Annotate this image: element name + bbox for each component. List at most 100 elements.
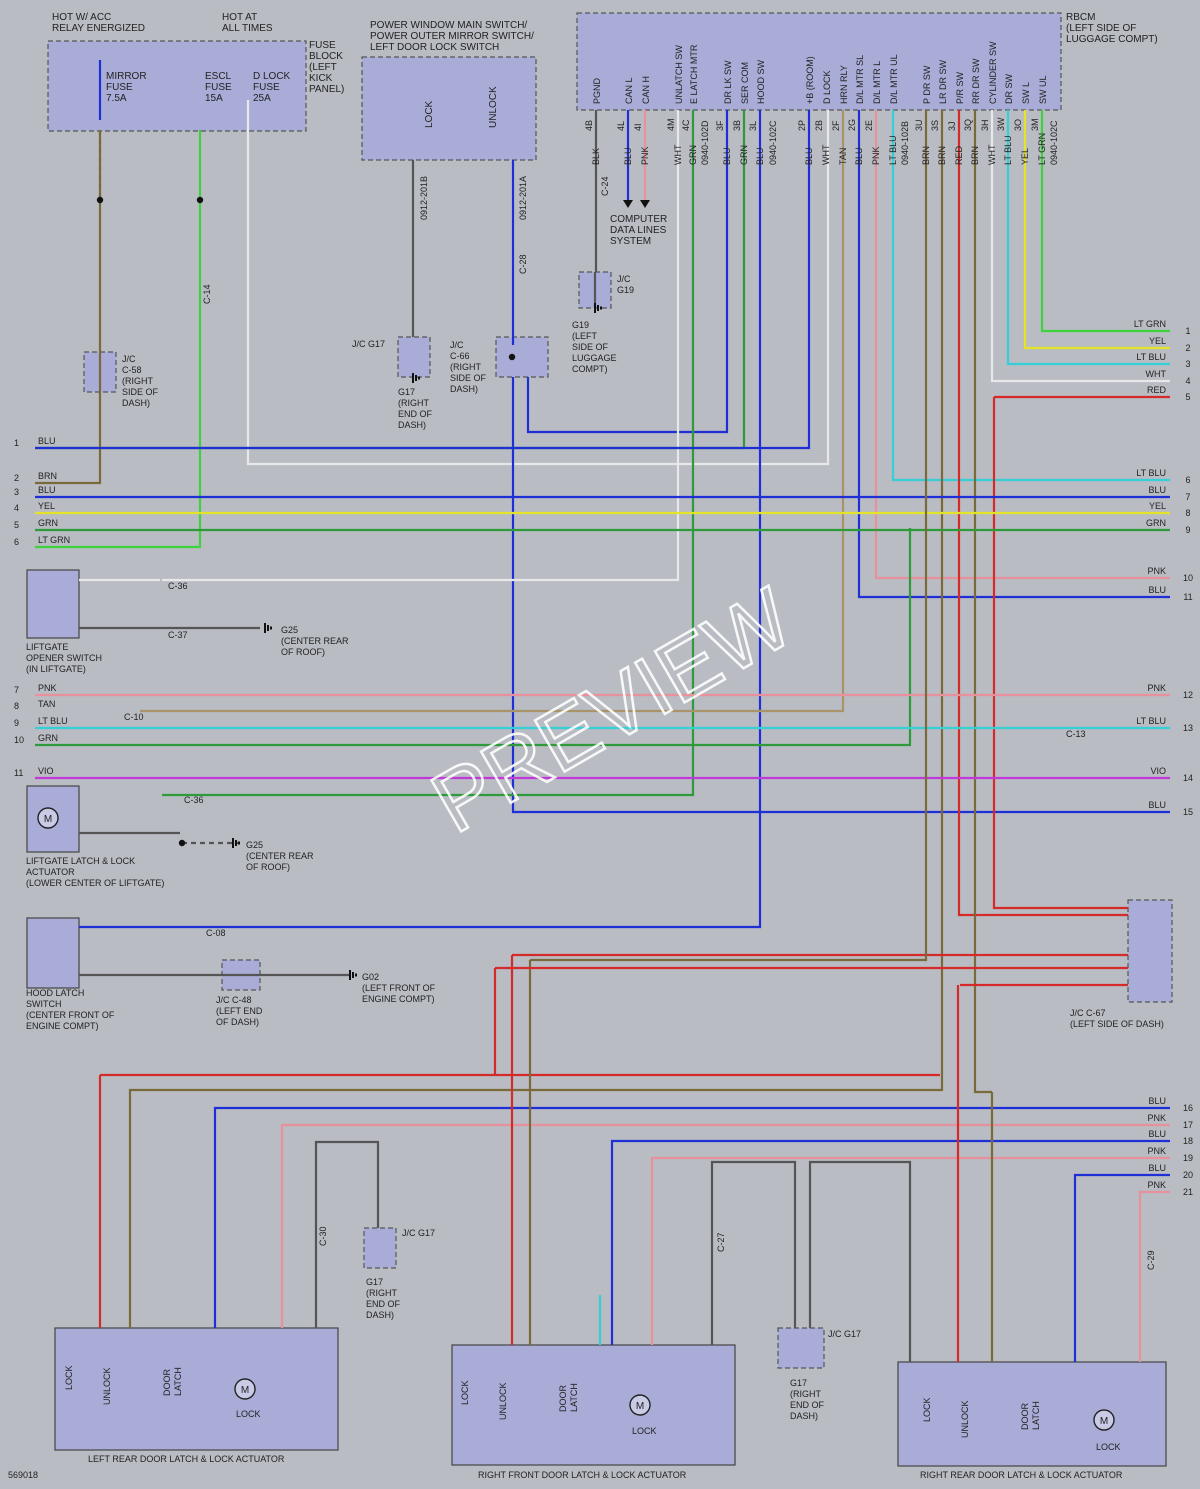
ref-wire: YEL (1149, 501, 1166, 511)
ref-number: 8 (14, 701, 19, 711)
rbcm-wire-color: BLU (722, 147, 732, 165)
label: UNLOCK (960, 1400, 970, 1438)
diagram-id: 569018 (8, 1470, 38, 1480)
ltblu-3r (1006, 110, 1170, 366)
rbcm-pin-name: DR SW (1004, 73, 1014, 104)
rbcm (576, 12, 1062, 111)
motor-icon (1093, 1409, 1115, 1431)
wht-unlatch (162, 110, 680, 582)
right-rear-door-actuator (897, 1361, 1167, 1467)
label: C-37 (168, 630, 188, 640)
ref-wire: GRN (1146, 518, 1166, 528)
ref-number: 3 (1185, 359, 1190, 369)
ref-wire: RED (1147, 385, 1167, 395)
pnk-21 (1138, 1190, 1170, 1362)
label: LOCK (424, 100, 435, 128)
wire-brn-2 (35, 130, 102, 485)
grn-elatch (162, 110, 695, 797)
rbcm-pin-number: 3W (996, 117, 1006, 131)
ref-number: 7 (1185, 492, 1190, 502)
wire-wht-4 (246, 100, 830, 466)
label: RIGHT REAR DOOR LATCH & LOCK ACTUATOR (920, 1470, 1123, 1480)
ref-number: 21 (1183, 1187, 1193, 1197)
label: 0912-201A (518, 176, 528, 220)
tan-8 (140, 110, 845, 713)
splice-2 (508, 353, 516, 361)
ref-wire: BLU (1148, 1096, 1166, 1106)
rbcm-wire-color: PNK (871, 146, 881, 165)
rbcm-pin-number: 3H (980, 119, 990, 131)
ref-wire: BLU (1148, 485, 1166, 495)
rbcm-pin-number: 3B (732, 120, 742, 131)
grn-10 (35, 528, 912, 747)
rbcm-pin-number: 2B (814, 120, 824, 131)
rbcm-pin-number: 4I (633, 123, 643, 131)
rbcm-pin-number: 3M (1030, 118, 1040, 131)
rbcm-pin-number: 2P (797, 120, 807, 131)
rbcm-wire-color: BLU (755, 147, 765, 165)
ref-wire: BRN (38, 471, 57, 481)
fuse-block (47, 40, 307, 132)
rbcm-pin-name: CAN H (641, 76, 651, 104)
ref-wire: PNK (1147, 566, 1166, 576)
rbcm-wire-color: BRN (937, 146, 947, 165)
ref-wire: BLU (1148, 585, 1166, 595)
blu-15 (511, 377, 1170, 814)
wire-ltgrn-6 (35, 130, 202, 549)
jc-g17-mid (777, 1327, 825, 1369)
arrow-down-icon (640, 200, 650, 208)
jc-c67 (1127, 899, 1173, 1003)
jc-g17-top (397, 336, 431, 378)
label: C-28 (518, 254, 528, 274)
label: DOORLATCH (1020, 1401, 1041, 1430)
label: LOCK (922, 1397, 932, 1422)
ref-wire: GRN (38, 518, 58, 528)
ref-wire: VIO (38, 766, 54, 776)
brn-lr (128, 110, 944, 1328)
ref-number: 17 (1183, 1120, 1193, 1130)
rbcm-wire-color: LT BLU (1003, 135, 1013, 165)
motor-icon (234, 1378, 256, 1400)
rbcm-pin-name: PGND (592, 77, 602, 104)
rbcm-pin-name: DR LK SW (723, 60, 733, 104)
label: J/C G17 (352, 339, 385, 349)
rbcm-pin-name: HRN RLY (839, 65, 849, 104)
label: C-36 (184, 795, 204, 805)
ref-number: 20 (1183, 1170, 1193, 1180)
ref-number: 2 (1185, 343, 1190, 353)
rbcm-pin-name: UNLATCH SW (674, 45, 684, 104)
ref-wire: LT BLU (1136, 352, 1166, 362)
power-window-switch (361, 56, 537, 161)
right-front-door-actuator (451, 1344, 736, 1466)
rbcm-pin-number: 4B (584, 120, 594, 131)
label: C-24 (600, 176, 610, 196)
ref-wire: YEL (1149, 336, 1166, 346)
ref-number: 6 (1185, 475, 1190, 485)
ref-number: 15 (1183, 807, 1193, 817)
rbcm-pin-number: 2E (864, 120, 874, 131)
label: LOCK (236, 1409, 261, 1419)
rbcm-wire-color: RED (954, 145, 964, 165)
ref-number: 19 (1183, 1153, 1193, 1163)
brn-rf-h (530, 110, 928, 962)
ref-wire: BLU (1148, 800, 1166, 810)
rbcm-pin-number: 3Q (963, 119, 973, 131)
rbcm-wire-color: GRN (688, 145, 698, 165)
ground-icon (412, 373, 420, 383)
rbcm-pin-number: 4L (616, 121, 626, 131)
blu-hood (130, 110, 762, 929)
ref-number: 7 (14, 685, 19, 695)
ref-wire: LT GRN (1134, 319, 1166, 329)
rbcm-pin-name: LR DR SW (938, 59, 948, 104)
